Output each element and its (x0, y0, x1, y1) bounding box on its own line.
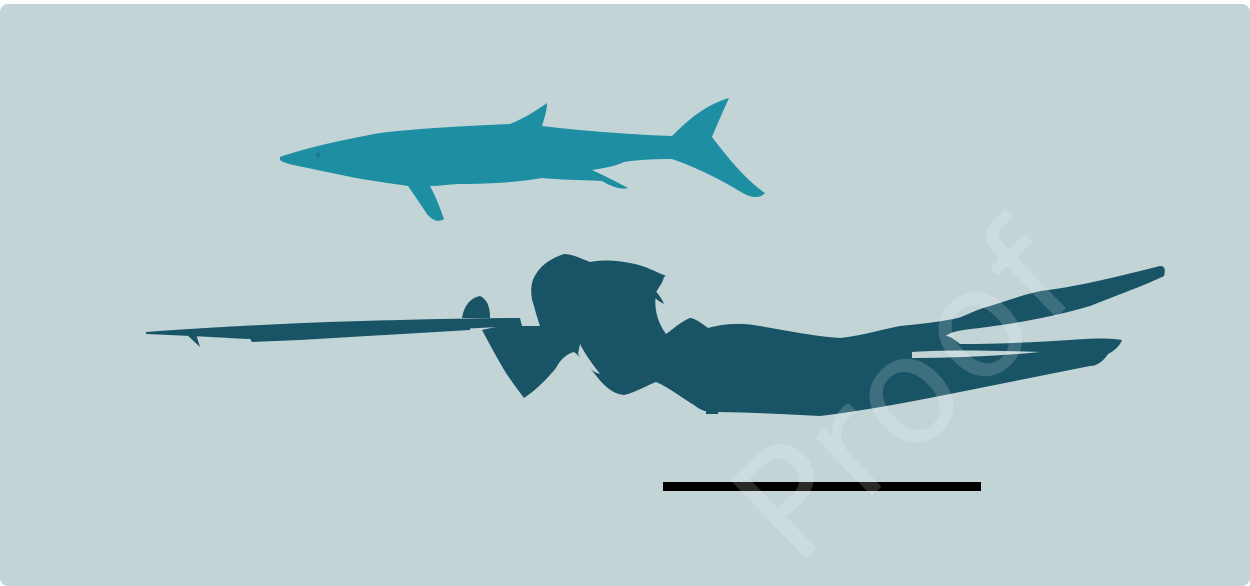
reptile-eye (315, 152, 321, 158)
diver-hair-strand (640, 278, 664, 304)
scale-bar (663, 482, 981, 491)
marine-reptile-silhouette (280, 98, 765, 221)
speargun-tip (186, 334, 200, 347)
diver-knee (706, 398, 720, 414)
arm-gap (578, 344, 600, 374)
diver-lower-leg (888, 359, 920, 378)
speargun-barrel (246, 322, 470, 342)
human-diver-silhouette (146, 254, 1165, 416)
leg-gap (912, 350, 1040, 358)
diver-hands (462, 296, 490, 318)
diver-hair (590, 262, 666, 280)
